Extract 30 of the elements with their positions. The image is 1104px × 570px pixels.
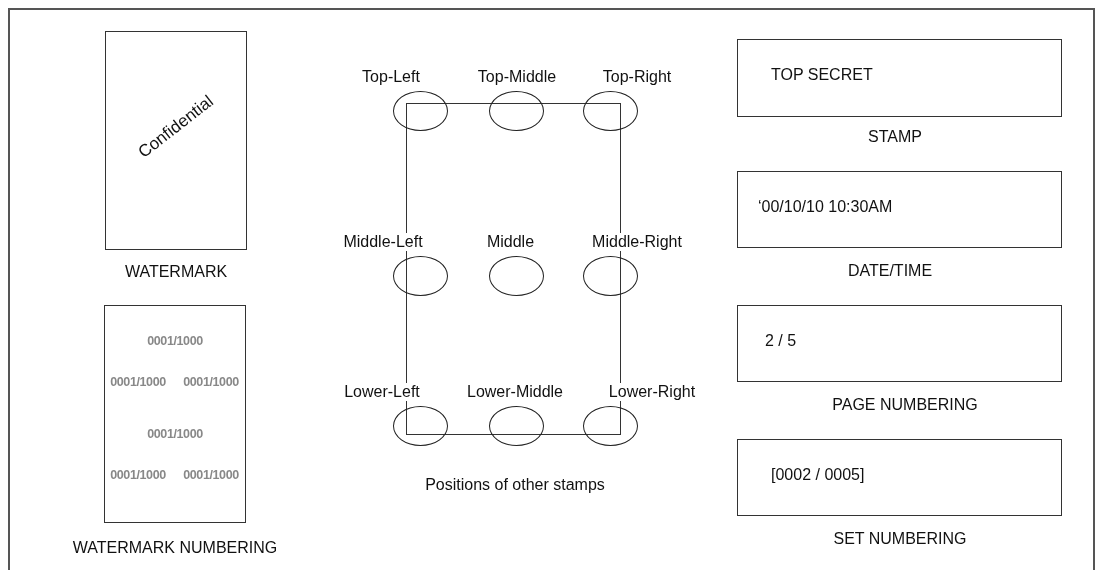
node-label: DATE/TIME <box>847 262 933 280</box>
position-label: Top-Left <box>362 68 420 86</box>
node-label: PAGE NUMBERING <box>832 396 978 414</box>
document-page <box>104 305 246 523</box>
node-label: STAMP <box>868 128 922 146</box>
document-page <box>105 31 247 250</box>
watermark-number: 0001/1000 <box>110 468 166 482</box>
stamp-text: ‘00/10/10 10:30AM <box>758 198 893 216</box>
node-label: SET NUMBERING <box>833 530 967 548</box>
stamp-box <box>737 39 1062 117</box>
position-label: Lower-Left <box>344 383 420 401</box>
position-label: Lower-Right <box>608 383 696 401</box>
watermark-number: 0001/1000 <box>147 334 203 348</box>
node-label: WATERMARK <box>124 263 228 281</box>
position-label: Middle-Right <box>592 233 682 251</box>
node-label: Positions of other stamps <box>425 476 605 494</box>
watermark-number: 0001/1000 <box>183 375 239 389</box>
position-label: Top-Right <box>602 68 672 86</box>
stamp-box <box>737 171 1062 248</box>
stamp-text: [0002 / 0005] <box>771 466 865 484</box>
watermark-number: 0001/1000 <box>147 427 203 441</box>
watermark-number: 0001/1000 <box>183 468 239 482</box>
position-label: Middle-Left <box>343 233 423 251</box>
watermark-number: 0001/1000 <box>110 375 166 389</box>
stamp-text: 2 / 5 <box>765 332 797 350</box>
stamp-box <box>737 305 1062 382</box>
stamp-box <box>737 439 1062 516</box>
position-label: Top-Middle <box>477 68 557 86</box>
stamp-text: TOP SECRET <box>771 66 873 84</box>
node-label: WATERMARK NUMBERING <box>72 539 278 557</box>
